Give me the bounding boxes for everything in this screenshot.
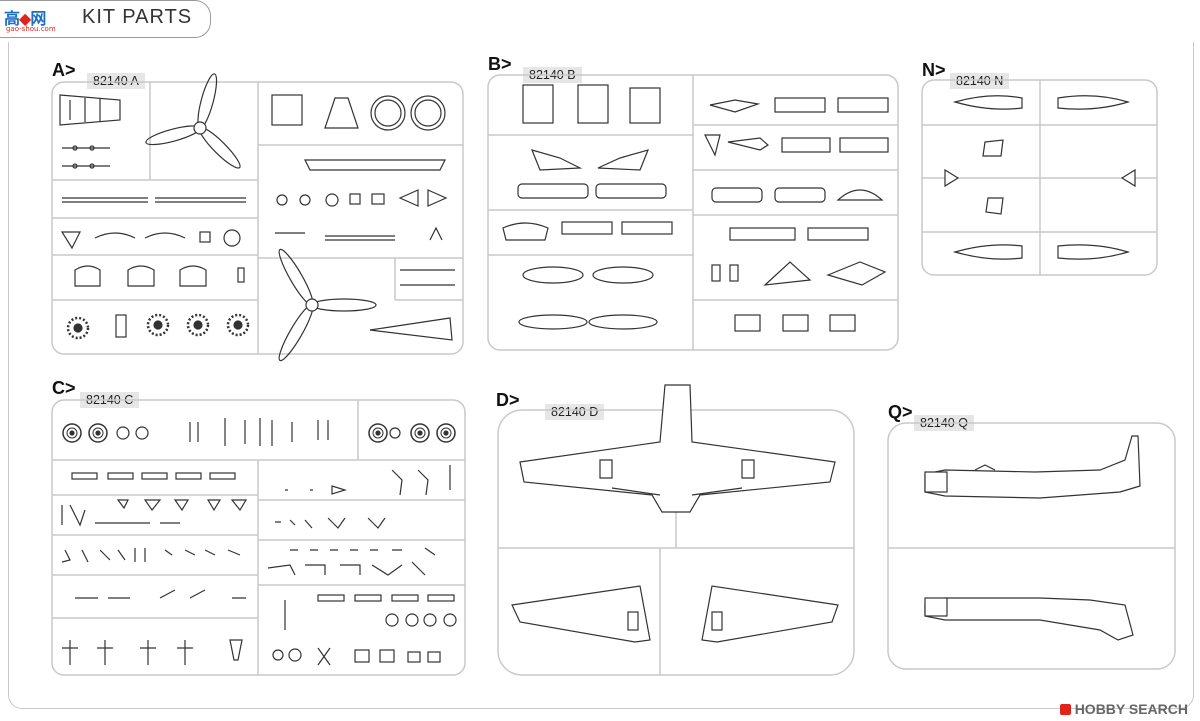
sprue-q-parts [924, 435, 1141, 641]
logo-char-1: 高 [4, 9, 20, 28]
logo-char-3: 网 [30, 9, 46, 28]
page-title: KIT PARTS [82, 6, 193, 28]
section-a-letter: A> [52, 60, 76, 80]
section-d-letter: D> [496, 390, 520, 410]
sprue-b [487, 74, 899, 351]
section-b-letter: B> [488, 54, 512, 74]
sprue-c [51, 399, 466, 676]
sprue-c-parts [61, 418, 457, 666]
sprue-a [51, 81, 464, 355]
header-bar [0, 0, 211, 38]
logo-subtitle: gao-shou.com [6, 25, 56, 33]
section-n-tag: 82140 N [950, 73, 1010, 89]
sprue-d-parts [511, 384, 839, 643]
watermark: HOBBY SEARCH [1059, 701, 1188, 717]
sprue-a-parts [59, 73, 455, 362]
section-d-tag: 82140 D [545, 404, 605, 420]
sprue-n-parts [944, 95, 1136, 260]
sprue-b-parts [502, 84, 889, 332]
sprue-q [887, 422, 1176, 670]
section-a-tag: 82140 A [87, 73, 145, 89]
hobbysearch-icon [1059, 704, 1071, 715]
sprue-n [921, 79, 1158, 276]
outer-frame [8, 42, 1194, 709]
watermark-text: HOBBY SEARCH [1074, 701, 1188, 717]
section-n-letter: N> [922, 60, 946, 80]
site-logo[interactable]: 高◆网 [4, 5, 46, 29]
section-q-letter: Q> [888, 402, 913, 422]
logo-char-2: ◆ [19, 9, 31, 28]
section-c-letter: C> [52, 378, 76, 398]
